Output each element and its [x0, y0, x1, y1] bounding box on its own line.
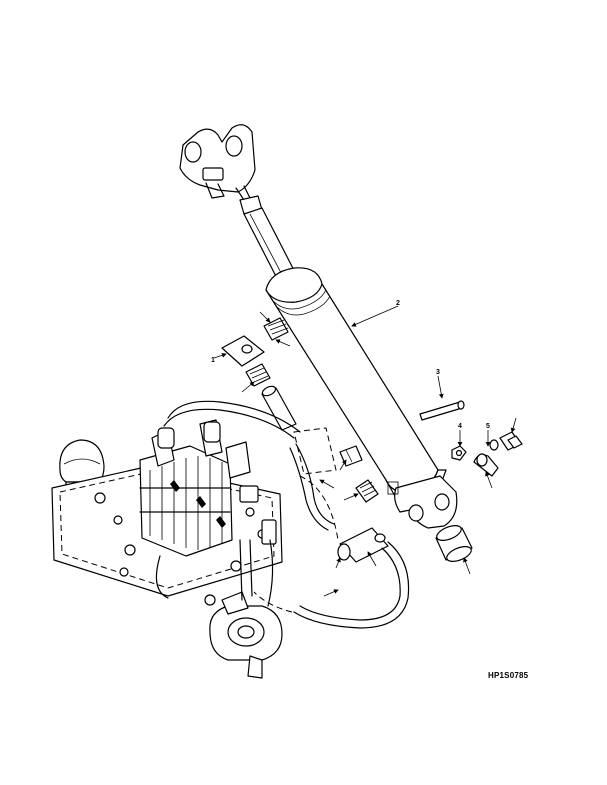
- straight-fitting: [263, 317, 289, 341]
- item-label-4: 4: [458, 423, 462, 430]
- cylinder-barrel: [265, 267, 447, 499]
- base-clevis: [387, 475, 458, 529]
- lower-port-fitting: [355, 479, 379, 503]
- item-label-2: 2: [396, 300, 400, 307]
- tee-fitting: [221, 335, 265, 367]
- lower-tee-fitting: [337, 527, 389, 563]
- rod-end-clevis: [179, 124, 256, 201]
- hose-adapter: [261, 385, 297, 431]
- link-plate: [473, 453, 499, 477]
- drawing-code: HP1S0785: [488, 671, 529, 680]
- item-label-5: 5: [486, 423, 490, 430]
- pin: [419, 400, 465, 421]
- bushing: [435, 525, 473, 562]
- block-fitting: [339, 445, 363, 467]
- nut: [451, 445, 467, 461]
- hoses: [163, 400, 410, 629]
- item-label-3: 3: [436, 369, 440, 376]
- cap-screw: [489, 431, 523, 451]
- leader-lines: [213, 305, 517, 597]
- item-label-1: 1: [211, 357, 215, 364]
- valve-assembly: [51, 419, 283, 679]
- elbow-fitting: [245, 363, 271, 387]
